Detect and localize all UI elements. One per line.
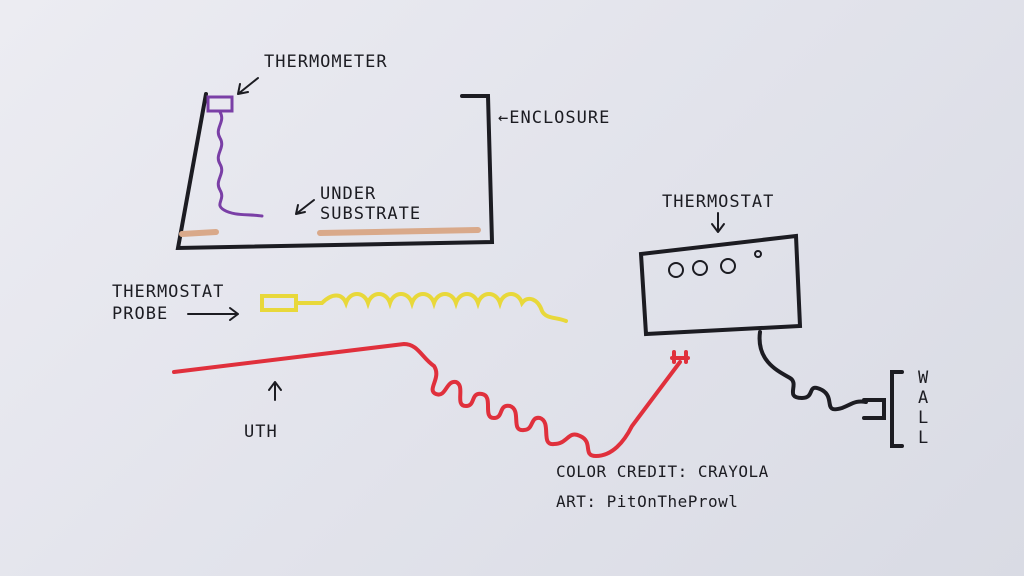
thermometer: [206, 95, 264, 218]
power-cord: [757, 330, 904, 448]
enclosure: [175, 92, 495, 251]
art-credit: ART: PitOnTheProwl: [556, 492, 739, 511]
label-arrows: [187, 77, 725, 401]
probe-label-line-1: THERMOSTAT: [112, 282, 225, 302]
wall-label-a: A: [918, 388, 930, 408]
enclosure-label: ←ENCLOSURE: [498, 108, 611, 128]
probe-label-line-2: PROBE: [112, 304, 169, 324]
thermostat-probe: [260, 292, 568, 323]
thermostat-label: THERMOSTAT: [662, 192, 775, 212]
substrate-layer: [179, 227, 481, 237]
uth-label: UTH: [244, 422, 278, 442]
wall-label-w: W: [918, 368, 930, 388]
thermometer-label: THERMOMETER: [264, 52, 388, 72]
wall-label-l1: L: [918, 408, 930, 428]
uth-heat-mat: [172, 341, 690, 459]
wall-label-l2: L: [918, 428, 930, 448]
under-substrate-label-line-1: UNDER: [320, 184, 377, 204]
color-credit: COLOR CREDIT: CRAYOLA: [556, 462, 769, 481]
thermostat-box: [638, 233, 803, 337]
under-substrate-label-line-2: SUBSTRATE: [320, 204, 422, 224]
